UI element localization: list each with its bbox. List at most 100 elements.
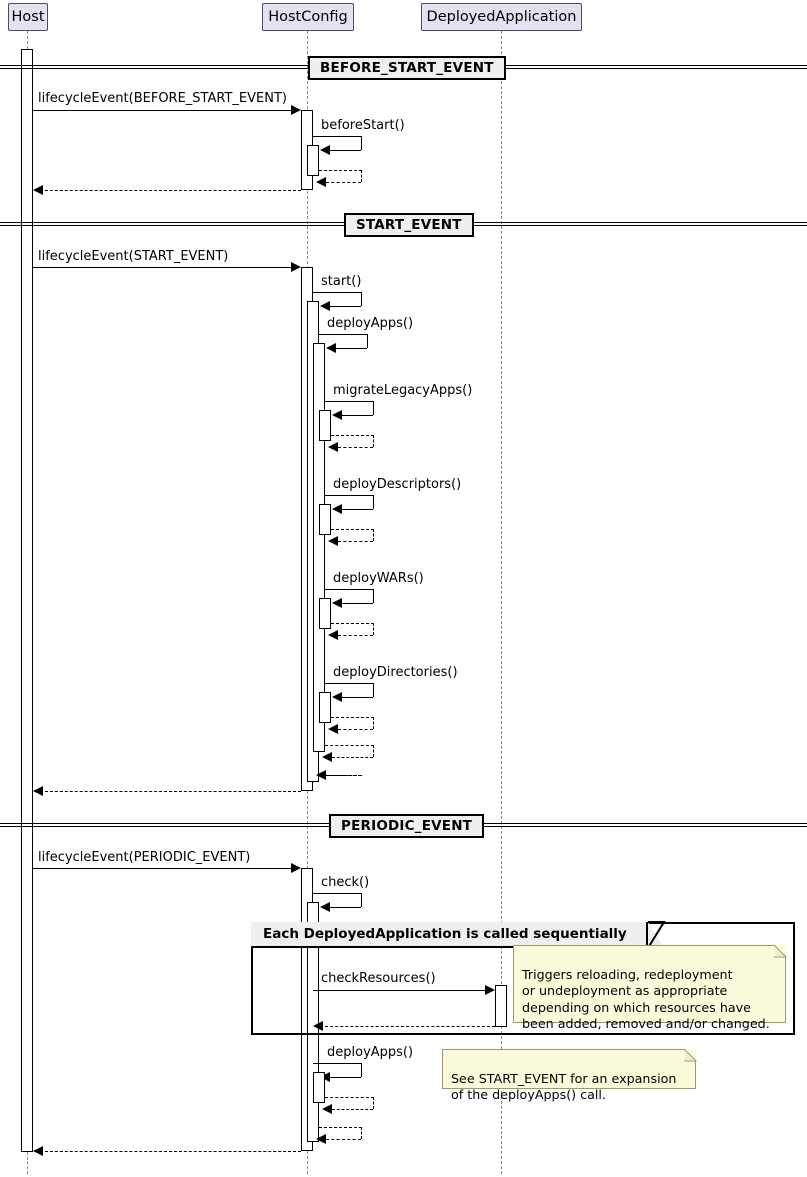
message-return-vline-m2	[361, 170, 362, 182]
group-sequential-label: Each DeployedApplication is called seque…	[263, 926, 627, 942]
lifeline-deployedapplication	[501, 31, 502, 1174]
message-return-vline-m9	[373, 717, 374, 729]
message-vline-m5	[367, 334, 368, 348]
message-return-arrow-m10	[33, 1146, 43, 1156]
message-arrow-m12	[485, 985, 495, 995]
message-return-m9-top	[331, 717, 374, 718]
message-return-arrow-m8	[328, 630, 338, 640]
participant-deployedapplication-label: DeployedApplication	[426, 9, 577, 25]
message-return-vline-m13	[373, 1097, 374, 1109]
message-arrow-m9	[332, 692, 342, 702]
participant-hostconfig-label: HostConfig	[268, 9, 348, 25]
message-return-m5-bottom	[332, 757, 373, 758]
message-label-before-start: beforeStart()	[321, 118, 405, 133]
message-vline-m6	[373, 401, 374, 415]
activation-hostconfig-deployapps-periodic	[313, 1072, 325, 1103]
message-return-m12	[320, 1026, 495, 1027]
message-line-m1	[33, 110, 297, 111]
message-vline-m11	[361, 893, 362, 907]
message-return-arrow-m5	[322, 752, 332, 762]
message-return-arrow-m12	[313, 1021, 323, 1031]
message-line-m8-top	[325, 589, 374, 590]
message-return-m8-bottom	[338, 635, 373, 636]
activation-hostconfig-deploydescriptors	[319, 504, 331, 535]
note-deployapps-fold-outline	[683, 1048, 698, 1062]
message-line-m8-bottom	[342, 603, 373, 604]
message-arrow-m3	[291, 262, 301, 272]
message-line-m6-top	[325, 401, 374, 402]
activation-hostconfig-deploywars	[319, 598, 331, 629]
message-return-m2-top	[319, 170, 362, 171]
participant-host[interactable]: Host	[8, 3, 48, 31]
message-arrow-m13	[320, 1072, 330, 1082]
activation-host	[21, 49, 33, 1152]
lifeline-host-tail	[27, 1152, 28, 1174]
message-line-m9-top	[325, 683, 374, 684]
message-return-m6-top	[331, 435, 374, 436]
message-line-m3	[33, 267, 297, 268]
activation-hostconfig-migratelegacyapps	[319, 410, 331, 441]
divider-before-start: BEFORE_START_EVENT	[308, 56, 506, 80]
message-line-m12	[313, 990, 489, 991]
message-line-m4-bottom	[330, 306, 361, 307]
message-line-m11-bottom	[330, 907, 361, 908]
participant-hostconfig[interactable]: HostConfig	[262, 3, 354, 31]
message-line-m9-bottom	[342, 697, 373, 698]
message-return-m5-top	[325, 745, 374, 746]
message-label-deployapps-periodic: deployApps()	[327, 1045, 414, 1060]
message-return-arrow-m2	[316, 177, 326, 187]
note-checkresources-text: Triggers reloading, redeployment or unde…	[522, 966, 770, 1032]
message-line-m5-bottom	[336, 348, 367, 349]
divider-start-label: START_EVENT	[356, 217, 462, 233]
message-vline-m4	[361, 292, 362, 306]
message-return-m4-bottom	[326, 775, 361, 776]
message-line-m4-top	[313, 292, 362, 293]
message-label-lifecycle-before-start: lifecycleEvent(BEFORE_START_EVENT)	[38, 91, 287, 106]
message-return-m13-top	[325, 1097, 374, 1098]
message-return-arrow-m3	[33, 786, 43, 796]
message-return-m2-bottom	[326, 182, 361, 183]
activation-hostconfig-deploydirectories	[319, 692, 331, 723]
message-label-start: start()	[321, 274, 362, 289]
activation-deployedapplication-checkresources	[495, 985, 507, 1027]
participant-deployedapplication[interactable]: DeployedApplication	[421, 3, 582, 31]
message-return-arrow-m11	[316, 1134, 326, 1144]
message-arrow-m4	[320, 301, 330, 311]
message-vline-m13	[361, 1063, 362, 1077]
divider-periodic: PERIODIC_EVENT	[329, 814, 485, 838]
message-label-migratelegacyapps: migrateLegacyApps()	[333, 383, 473, 398]
divider-periodic-label: PERIODIC_EVENT	[341, 818, 473, 834]
message-return-m7-bottom	[338, 541, 373, 542]
message-line-m2-bottom	[330, 150, 361, 151]
message-return-m11-top	[319, 1127, 362, 1128]
message-line-m5-top	[319, 334, 368, 335]
message-vline-m8	[373, 589, 374, 603]
activation-hostconfig-beforestart-inner	[307, 145, 319, 176]
message-return-arrow-m7	[328, 536, 338, 546]
group-sequential-header: Each DeployedApplication is called seque…	[251, 922, 648, 948]
activation-hostconfig-deployapps	[313, 343, 325, 752]
message-return-m3	[40, 791, 301, 792]
message-label-lifecycle-start: lifecycleEvent(START_EVENT)	[38, 249, 229, 264]
message-vline-m2	[361, 136, 362, 150]
message-arrow-m11	[320, 902, 330, 912]
message-return-vline-m11	[361, 1127, 362, 1139]
message-line-m13-top	[313, 1063, 362, 1064]
message-return-vline-m5	[373, 745, 374, 757]
message-return-vline-m7	[373, 529, 374, 541]
note-deployapps-text: See START_EVENT for an expansion of the …	[451, 1070, 677, 1103]
message-return-m9-bottom	[338, 729, 373, 730]
message-arrow-m1	[291, 105, 301, 115]
message-return-arrow-m9	[328, 724, 338, 734]
message-label-check: check()	[321, 875, 370, 890]
message-return-m10	[40, 1151, 301, 1152]
message-arrow-m10	[291, 863, 301, 873]
message-return-m1	[40, 190, 301, 191]
message-return-m7-top	[331, 529, 374, 530]
message-line-m2-top	[313, 136, 362, 137]
message-label-deploydirectories: deployDirectories()	[333, 665, 458, 680]
note-checkresources: Triggers reloading, redeployment or unde…	[513, 945, 786, 1031]
message-line-m11-top	[313, 893, 362, 894]
message-arrow-m5	[326, 343, 336, 353]
message-return-arrow-m4	[316, 770, 326, 780]
